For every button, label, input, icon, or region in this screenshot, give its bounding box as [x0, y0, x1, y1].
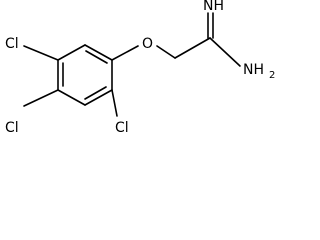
ring-bond: [84, 44, 113, 61]
amine-nh-label: NH: [243, 62, 264, 78]
chlorine-left-label: Cl: [5, 120, 19, 136]
bond-ring-cl-left: [23, 89, 59, 107]
oxygen-label: O: [142, 36, 153, 52]
bond-ring-oxygen: [111, 45, 139, 61]
imine-nh-label: NH: [203, 0, 224, 14]
ring-double-bond: [84, 86, 107, 100]
bond-ring-cl-right: [111, 89, 118, 117]
ring-bond: [57, 89, 86, 106]
bond-ring-cl-top: [23, 45, 59, 61]
bond-amidine-c-nh2: [209, 37, 241, 67]
benzene-ring: [57, 44, 113, 106]
bond-ch2-amidine-c: [174, 37, 211, 59]
chlorine-top-label: Cl: [5, 36, 19, 52]
ring-bond: [84, 89, 113, 106]
chemical-structure-diagram: Cl Cl Cl O NH NH 2: [5, 0, 275, 136]
ring-double-bond: [85, 50, 108, 64]
amine-subscript: 2: [269, 70, 275, 81]
ring-bond: [57, 44, 86, 61]
bond-oxygen-ch2: [156, 45, 176, 59]
chlorine-right-label: Cl: [115, 120, 129, 136]
